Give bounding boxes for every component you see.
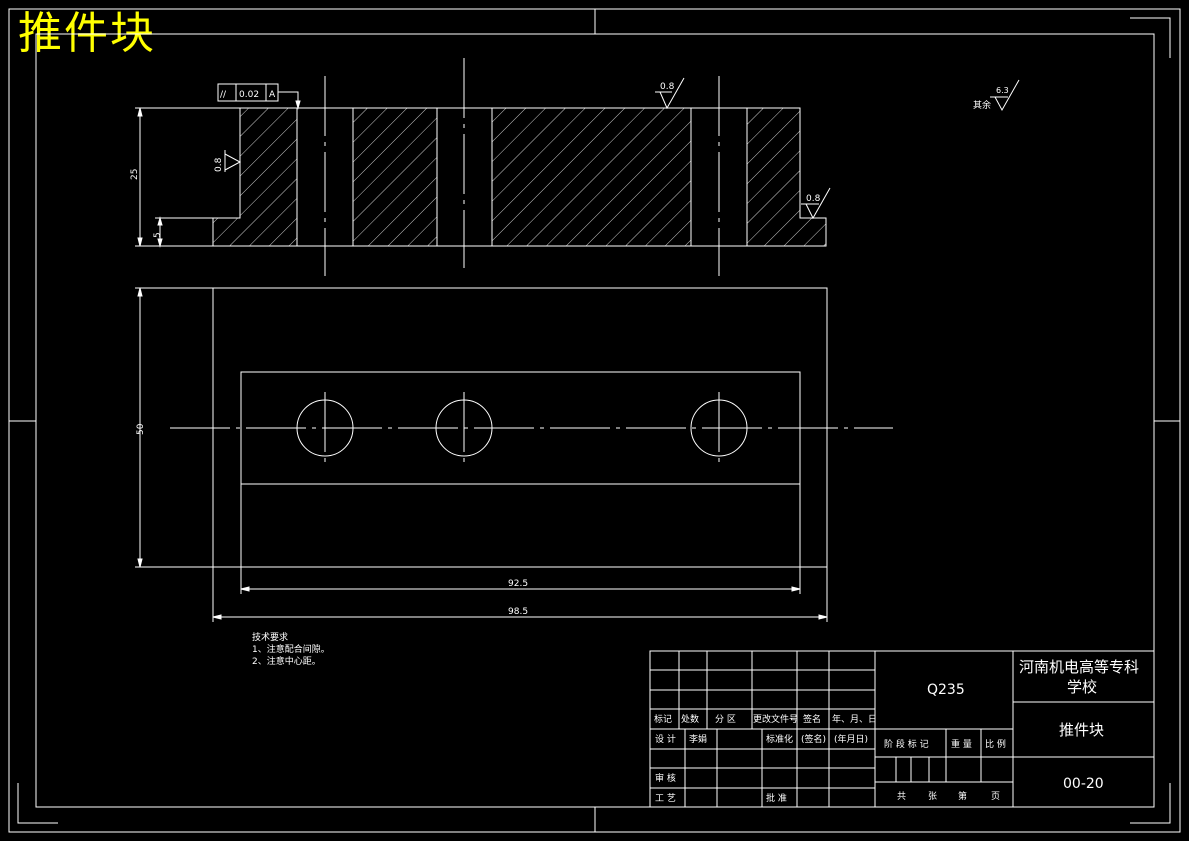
dim-width-label: 50 [136, 423, 146, 435]
tb-page: 页 [991, 791, 1000, 802]
tb-stage: 阶 段 标 记 [884, 738, 929, 750]
tb-review: 审 核 [655, 772, 676, 784]
dim-height-total [135, 107, 240, 247]
tb-school-line1: 河南机电高等专科 [1019, 658, 1139, 676]
title-block [649, 650, 1155, 808]
roughness-rest-label: 其余 [973, 99, 991, 111]
tb-designer: 李娟 [689, 733, 707, 745]
notes-item-2: 2、注意中心距。 [252, 657, 321, 667]
tb-total: 共 [897, 791, 906, 802]
tb-material: Q235 [927, 682, 965, 698]
tb-process: 工 艺 [655, 793, 676, 804]
tb-weight: 重 量 [951, 738, 972, 750]
dim-overall-length-label: 98.5 [508, 607, 528, 617]
gdt-frame [217, 83, 301, 110]
tb-sheet-no: 第 [958, 790, 967, 802]
gdt-datum: A [269, 90, 276, 100]
tb-zone: 分 区 [715, 714, 736, 725]
tb-sheets: 张 [928, 791, 937, 802]
dim-width [135, 287, 213, 568]
tb-change-doc: 更改文件号 [753, 713, 798, 725]
notes-item-1: 1、注意配合间隙。 [252, 645, 330, 655]
dim-inner-length [240, 567, 801, 594]
roughness-symbol-left [224, 150, 242, 172]
roughness-top-value: 0.8 [660, 82, 675, 92]
tb-design: 设 计 [655, 733, 676, 745]
roughness-symbol-step [801, 187, 831, 220]
tb-count: 处数 [681, 713, 699, 725]
roughness-rest-value: 6.3 [996, 86, 1009, 95]
tb-scale: 比 例 [985, 738, 1006, 750]
tb-school-line2: 学校 [1067, 678, 1097, 696]
roughness-left-value: 0.8 [214, 157, 224, 172]
section-hatching [212, 107, 827, 247]
gdt-symbol: // [220, 90, 227, 100]
gdt-tolerance: 0.02 [239, 90, 259, 100]
section-view: 25 5 // 0.02 A 0.8 0.8 [130, 58, 1020, 276]
top-view-centerlines [170, 392, 893, 464]
tb-standard: 标准化 [766, 733, 793, 745]
top-view [170, 287, 893, 568]
roughness-symbol-rest [990, 79, 1020, 112]
dim-step-height-label: 5 [153, 232, 163, 238]
tb-date2: (年月日) [834, 733, 868, 745]
roughness-step-value: 0.8 [806, 194, 821, 204]
technical-notes: 技术要求 1、注意配合间隙。 2、注意中心距。 [252, 632, 330, 668]
dim-step-height [155, 216, 213, 248]
section-centerlines [324, 58, 720, 276]
section-outline [213, 107, 826, 247]
sheet-frame [8, 8, 1181, 833]
tb-drawing-no: 00-20 [1063, 776, 1104, 792]
dim-overall-length [212, 567, 828, 622]
roughness-symbol-top [655, 77, 685, 110]
tb-date: 年、月、日 [832, 713, 877, 725]
tb-mark: 标记 [654, 713, 672, 725]
tb-sign2: (签名) [801, 733, 826, 745]
tb-part-name: 推件块 [1059, 721, 1104, 739]
tb-approve: 批 准 [766, 792, 787, 804]
dim-inner-length-label: 92.5 [508, 579, 528, 589]
tb-sign: 签名 [803, 713, 821, 725]
notes-heading: 技术要求 [252, 633, 289, 643]
dim-height-total-label: 25 [130, 169, 140, 180]
